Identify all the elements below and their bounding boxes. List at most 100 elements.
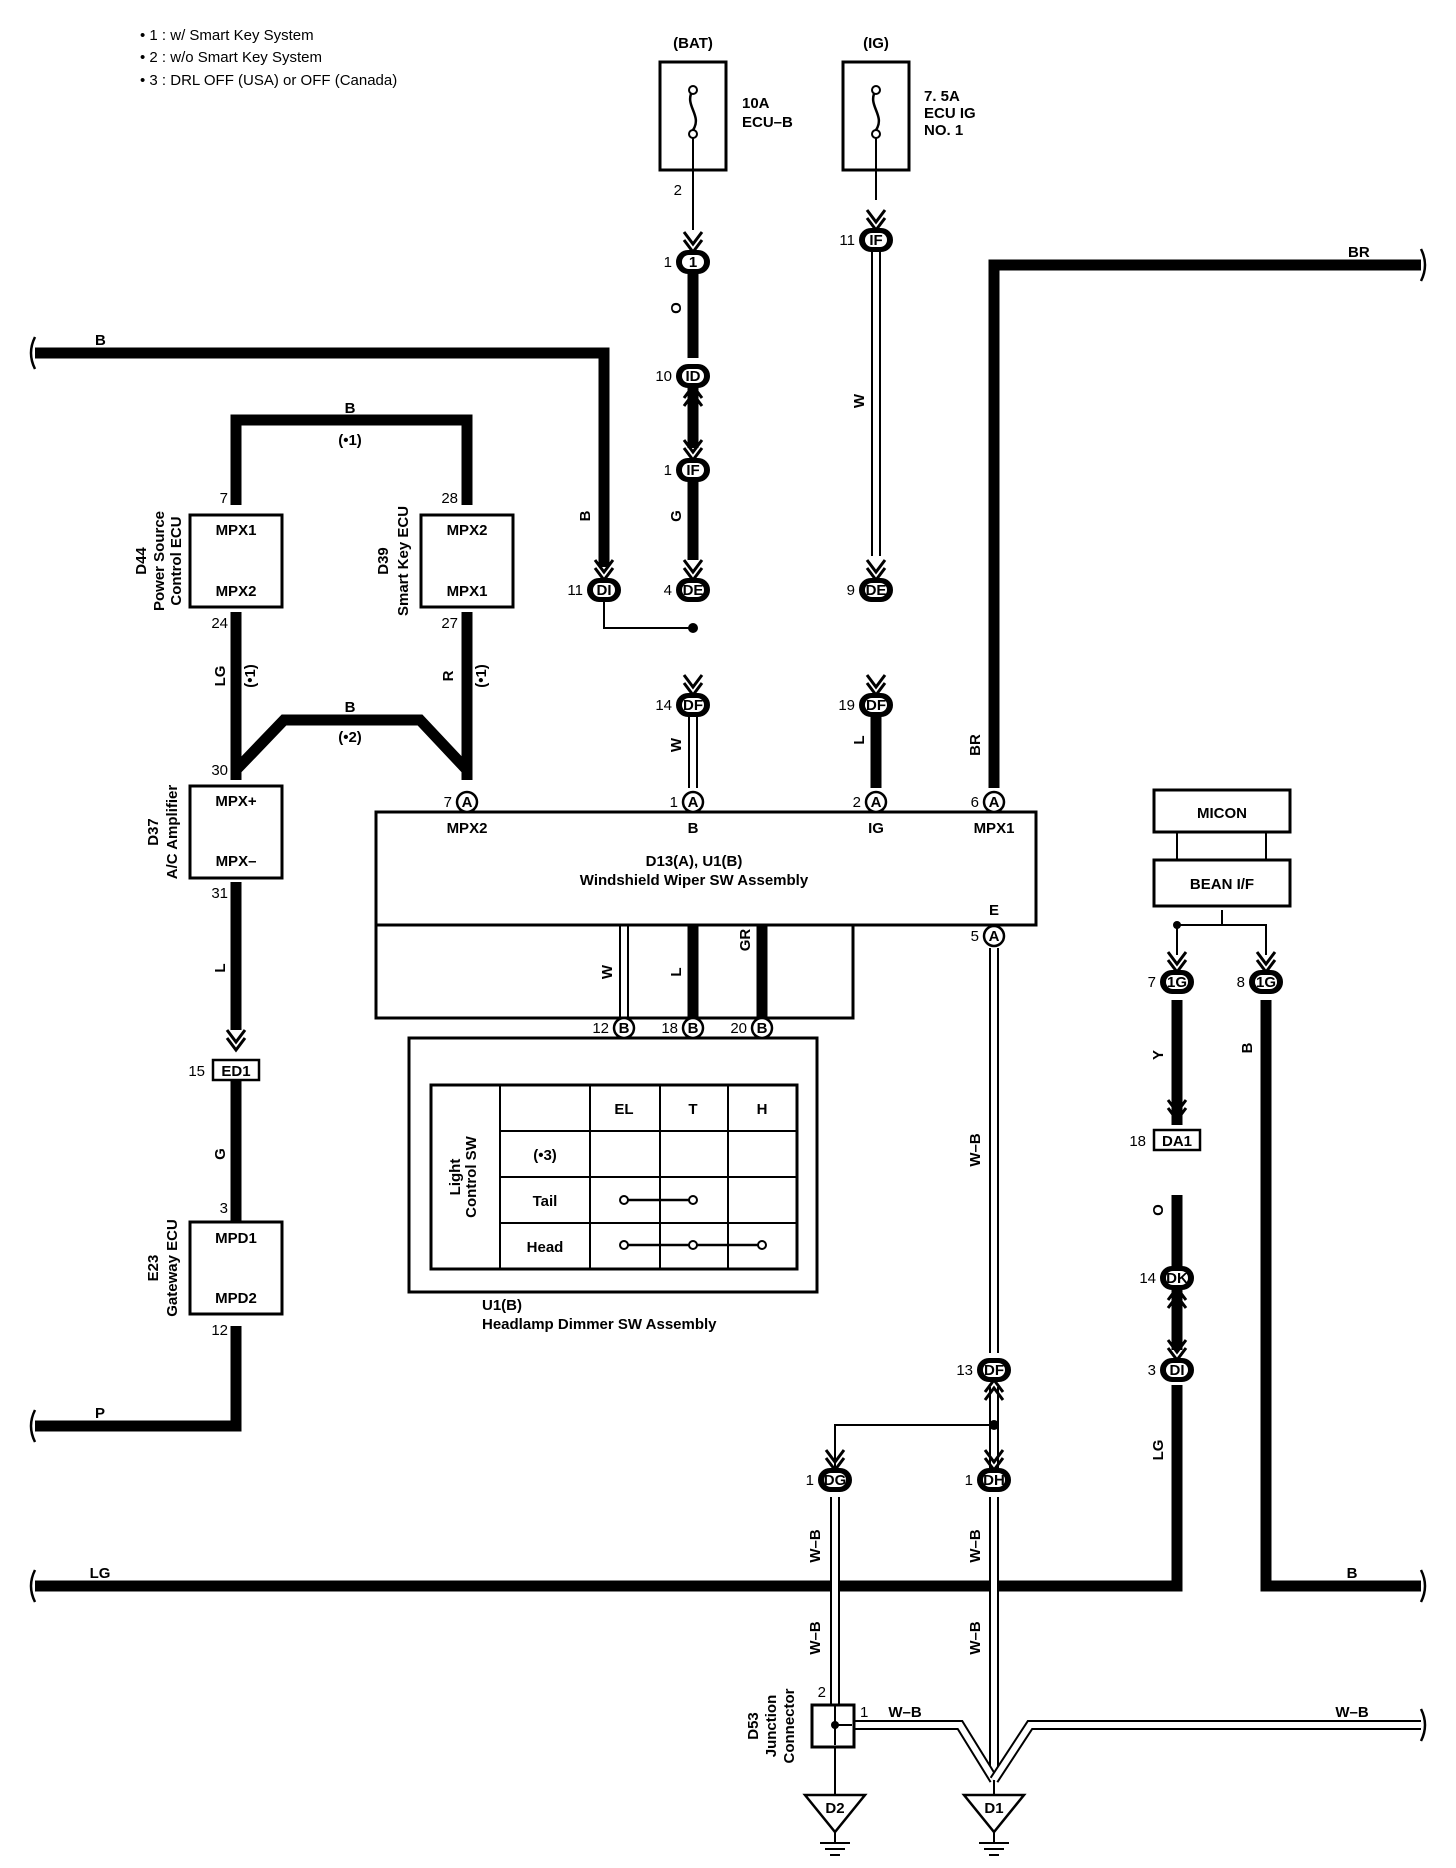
inline-connector-num: 18: [1129, 1133, 1146, 1150]
connector-b-12: B12: [592, 1016, 636, 1040]
connector-de-9: DE9: [847, 559, 893, 602]
ground-d1-label: D1: [984, 1800, 1003, 1817]
dimmer-row-head: Head: [527, 1239, 564, 1256]
wire-br: [988, 259, 1421, 788]
label-g: G: [668, 510, 685, 522]
connector-a-6: A6: [971, 790, 1006, 814]
label-lg-right: LG: [1150, 1440, 1167, 1461]
connector-df-19: DF 19: [838, 674, 893, 717]
connector-code: DI: [597, 582, 612, 599]
connector-df-14: DF 14: [655, 674, 710, 717]
connector-num: 7: [1148, 974, 1156, 991]
ecu-d44: MPX1 MPX2 7 24 D44 Power Source Control …: [133, 490, 284, 632]
splice-dots: [688, 623, 1181, 1430]
dimmer-switch-label1: Light: [447, 1159, 464, 1196]
junction-id: D53: [745, 1712, 762, 1740]
connector-code: DF: [683, 697, 703, 714]
wire-bean-right: [1177, 924, 1267, 955]
label-l-ig: L: [851, 735, 868, 744]
d37-name: A/C Amplifier: [164, 785, 181, 880]
wiper-pin-mpx2: MPX2: [447, 820, 488, 837]
label-gr-20: GR: [737, 929, 754, 952]
label-opt1-d39: (•1): [473, 664, 490, 688]
fuse-ig: (IG) 7. 5A ECU IG NO. 1: [841, 35, 976, 172]
label-opt2: (•2): [338, 729, 362, 746]
connector-code: DF: [984, 1362, 1004, 1379]
connector-num: 11: [567, 582, 583, 599]
fuse-bat-header: (BAT): [673, 35, 713, 52]
connector-code: DF: [866, 697, 886, 714]
junction-name2: Connector: [781, 1688, 798, 1763]
fuse-bat-rating: 10A: [742, 95, 770, 112]
e23-pin-top: MPD1: [215, 1230, 257, 1247]
connector-num: 1: [965, 1472, 973, 1489]
junction-pin-right: 1: [860, 1704, 868, 1721]
connector-code: A: [989, 928, 1000, 945]
label-opt1-d44: (•1): [242, 664, 259, 688]
d39-id: D39: [375, 547, 392, 575]
label-br-mpx1: BR: [967, 734, 984, 756]
wire-b-bottom-right: [1260, 1000, 1421, 1592]
e23-name: Gateway ECU: [164, 1219, 181, 1317]
dimmer-title2: Headlamp Dimmer SW Assembly: [482, 1316, 717, 1333]
label-br-top: BR: [1348, 244, 1370, 261]
fuse-ig-rating: 7. 5A: [924, 88, 960, 105]
wire-di-junction: [603, 590, 693, 629]
connector-code: A: [871, 794, 882, 811]
d44-num-top: 7: [220, 490, 228, 507]
label-b-di: B: [577, 510, 594, 521]
connector-a-5: A5: [971, 924, 1006, 948]
bean-label: BEAN I/F: [1190, 876, 1254, 893]
connector-code: DG: [824, 1472, 847, 1489]
label-l-d37: L: [212, 963, 229, 972]
label-b-loop: B: [345, 400, 356, 417]
bean-box: [1152, 858, 1292, 908]
label-lg-bottom: LG: [90, 1565, 111, 1582]
connector-code: B: [757, 1020, 768, 1037]
connector-num: 11: [839, 232, 855, 249]
e23-num-bot: 12: [211, 1322, 228, 1339]
label-wb-dh-top: W–B: [967, 1529, 984, 1563]
wire-wb-right: [989, 1720, 1421, 1783]
inline-connector-code: DA1: [1162, 1133, 1192, 1150]
connector-code: A: [688, 794, 699, 811]
connector-code: DE: [683, 582, 704, 599]
label-wb-dh-bot: W–B: [967, 1621, 984, 1655]
label-wb-main: W–B: [967, 1133, 984, 1167]
connector-num: 5: [971, 928, 979, 945]
connector-di-3: DI3: [1148, 1339, 1194, 1382]
ground-d2: D2: [802, 1793, 868, 1856]
connector-num: 1: [806, 1472, 814, 1489]
connector-a-2: A2: [853, 790, 888, 814]
ecu-d37: MPX+ MPX– 30 31 D37 A/C Amplifier: [145, 762, 284, 902]
dimmer-switch-label2: Control SW: [463, 1135, 480, 1217]
wiper-assembly: MPX2 B IG MPX1 E D13(A), U1(B) Windshiel…: [374, 810, 1038, 1020]
d39-pin-top: MPX2: [447, 522, 488, 539]
e23-num-top: 3: [220, 1200, 228, 1217]
connector-num: 1: [664, 462, 672, 479]
label-wb-jc: W–B: [888, 1704, 922, 1721]
notes: • 1 : w/ Smart Key System • 2 : w/o Smar…: [140, 27, 397, 89]
connector-dh-1: DH1: [965, 1449, 1011, 1492]
note-3: • 3 : DRL OFF (USA) or OFF (Canada): [140, 72, 397, 89]
label-o-right: O: [1150, 1204, 1167, 1216]
dimmer-row-tail: Tail: [533, 1193, 558, 1210]
inline-connector-code: ED1: [221, 1063, 250, 1080]
wire-p: [35, 1326, 242, 1432]
label-g-e23: G: [212, 1148, 229, 1160]
connector-num: 14: [655, 697, 672, 714]
label-wb-dg-top: W–B: [807, 1529, 824, 1563]
connector-num: 19: [838, 697, 855, 714]
connector-code: 1: [689, 254, 697, 271]
connector-code: ID: [686, 368, 701, 385]
label-p: P: [95, 1405, 105, 1422]
wiper-pin-e: E: [989, 902, 999, 919]
connector-di-11: DI 11: [567, 559, 621, 602]
connector-a-7: A7: [444, 790, 479, 814]
connector-num: 6: [971, 794, 979, 811]
wire-dg: [834, 1424, 994, 1470]
